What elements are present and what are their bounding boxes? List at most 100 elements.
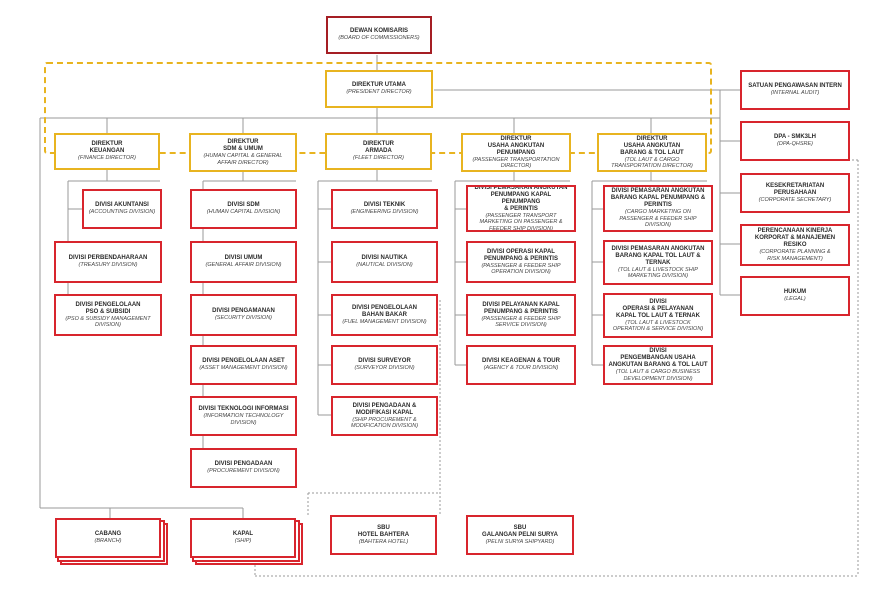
box-title: CABANG: [94, 531, 122, 538]
box-subtitle: (TOL LAUT & CARGO BUSINESS DEVELOPMENT D…: [615, 369, 701, 382]
box-subtitle: (INTERNAL AUDIT): [770, 90, 820, 97]
box-title: DIVISI PEMASARAN ANGKUTAN PENUMPANG KAPA…: [474, 185, 568, 212]
information-technology-division-box[interactable]: DIVISI TEKNOLOGI INFORMASI (INFORMATION …: [190, 396, 297, 436]
box-subtitle: (FUEL MANAGEMENT DIVISION): [342, 318, 427, 325]
pso-subsidy-division-box[interactable]: DIVISI PENGELOLAAN PSO & SUBSIDI (PSO & …: [54, 294, 162, 336]
president-director-box[interactable]: DIREKTUR UTAMA (PRESIDENT DIRECTOR): [325, 70, 433, 108]
fleet-director-box[interactable]: DIREKTUR ARMADA (FLEET DIRECTOR): [325, 133, 432, 170]
box-subtitle: (TOL LAUT & LIVESTOCK SHIP MARKETING DIV…: [618, 266, 698, 280]
box-subtitle: (PASSENGER & FEEDER SHIP SERVICE DIVISIO…: [481, 315, 561, 329]
accounting-division-box[interactable]: DIVISI AKUNTANSI (ACCOUNTING DIVISION): [82, 189, 162, 229]
box-title: DIREKTUR KEUANGAN: [89, 141, 125, 155]
box-title: HUKUM: [783, 289, 807, 296]
box-title: DIVISI AKUNTANSI: [95, 202, 149, 209]
box-title: KAPAL: [232, 531, 254, 538]
finance-director-box[interactable]: DIREKTUR KEUANGAN (FINANCE DIRECTOR): [54, 133, 160, 170]
box-title: DIVISI PELAYANAN KAPAL PENUMPANG & PERIN…: [482, 301, 560, 315]
box-subtitle: (SHIP): [234, 538, 252, 545]
box-title: DPA - SMK3LH: [774, 134, 816, 141]
box-subtitle: (BOARD OF COMMISSIONERS): [338, 35, 420, 42]
box-title: DIVISI SURVEYOR: [358, 358, 411, 365]
passenger-operation-division-box[interactable]: DIVISI OPERASI KAPAL PENUMPANG & PERINTI…: [466, 241, 576, 283]
agency-tour-division-box[interactable]: DIVISI KEAGENAN & TOUR (AGENCY & TOUR DI…: [466, 345, 576, 385]
box-subtitle: (BRANCH): [94, 538, 122, 545]
human-capital-division-box[interactable]: DIVISI SDM (HUMAN CAPITAL DIVISION): [190, 189, 297, 229]
box-subtitle: (HUMAN CAPITAL DIVISION): [206, 209, 281, 216]
box-subtitle: (ACCOUNTING DIVISION): [88, 209, 156, 216]
box-subtitle: (ASSET MANAGEMENT DIVISION): [199, 365, 288, 372]
box-title: DIREKTUR SDM & UMUM: [223, 139, 263, 152]
internal-audit-box[interactable]: SATUAN PENGAWASAN INTERN (INTERNAL AUDIT…: [740, 70, 850, 110]
box-title: DIREKTUR USAHA ANGKUTAN BARANG & TOL LAU…: [620, 135, 684, 156]
box-title: PERENCANAAN KINERJA KORPORAT & MANAJEMEN…: [754, 228, 836, 248]
security-division-box[interactable]: DIVISI PENGAMANAN (SECURITY DIVISION): [190, 294, 297, 336]
nautical-division-box[interactable]: DIVISI NAUTIKA (NAUTICAL DIVISION): [331, 241, 438, 283]
sbu-pelni-surya-shipyard-box[interactable]: SBU GALANGAN PELNI SURYA (PELNI SURYA SH…: [466, 515, 574, 555]
passenger-transport-director-box[interactable]: DIREKTUR USAHA ANGKUTAN PENUMPANG (PASSE…: [461, 133, 571, 172]
passenger-marketing-division-box[interactable]: DIVISI PEMASARAN ANGKUTAN PENUMPANG KAPA…: [466, 185, 576, 232]
box-title: DIREKTUR ARMADA: [363, 141, 394, 155]
box-subtitle: (BAHTERA HOTEL): [358, 538, 409, 545]
box-title: DIVISI TEKNIK: [363, 202, 406, 209]
box-title: DIVISI PEMASARAN ANGKUTAN BARANG KAPAL P…: [610, 188, 706, 209]
box-title: DIVISI PENGEMBANGAN USAHA ANGKUTAN BARAN…: [608, 348, 708, 368]
box-subtitle: (SURVEYOR DIVISION): [354, 365, 415, 372]
legal-box[interactable]: HUKUM (LEGAL): [740, 276, 850, 316]
box-subtitle: (PASSENGER & FEEDER SHIP OPERATION DIVIS…: [481, 262, 561, 276]
procurement-division-box[interactable]: DIVISI PENGADAAN (PROCUREMENT DIVISION): [190, 448, 297, 488]
surveyor-division-box[interactable]: DIVISI SURVEYOR (SURVEYOR DIVISION): [331, 345, 438, 385]
box-title: DIVISI PERBENDAHARAAN: [68, 255, 148, 262]
box-title: KESEKRETARIATAN PERUSAHAAN: [765, 182, 825, 196]
box-subtitle: (PRESIDENT DIRECTOR): [346, 89, 412, 96]
box-subtitle: (PSO & SUBSIDY MANAGEMENT DIVISION): [65, 315, 151, 329]
box-title: DIVISI PEMASARAN ANGKUTAN BARANG KAPAL T…: [611, 245, 705, 266]
box-title: DIREKTUR UTAMA: [352, 82, 406, 89]
box-subtitle: (PASSENGER TRANSPORT MARKETING ON PASSEN…: [479, 212, 563, 232]
general-affair-division-box[interactable]: DIVISI UMUM (GENERAL AFFAIR DIVISION): [190, 241, 297, 283]
corporate-planning-risk-box[interactable]: PERENCANAAN KINERJA KORPORAT & MANAJEMEN…: [740, 224, 850, 266]
box-subtitle: (PELNI SURYA SHIPYARD): [485, 538, 555, 545]
sbu-bahtera-hotel-box[interactable]: SBU HOTEL BAHTERA (BAHTERA HOTEL): [330, 515, 437, 555]
box-subtitle: (FINANCE DIRECTOR): [78, 155, 136, 162]
box-subtitle: (CORPORATE SECRETARY): [758, 196, 832, 203]
box-title: SBU GALANGAN PELNI SURYA: [482, 524, 558, 538]
dpa-qhsre-box[interactable]: DPA - SMK3LH (DPA-QHSRE): [740, 121, 850, 161]
box-title: DIVISI PENGELOLAAN ASET: [202, 358, 285, 365]
cargo-business-development-division-box[interactable]: DIVISI PENGEMBANGAN USAHA ANGKUTAN BARAN…: [603, 345, 713, 385]
box-title: DIVISI PENGADAAN: [214, 461, 273, 468]
hc-general-affair-director-box[interactable]: DIREKTUR SDM & UMUM (HUMAN CAPITAL & GEN…: [189, 133, 297, 172]
asset-management-division-box[interactable]: DIVISI PENGELOLAAN ASET (ASSET MANAGEMEN…: [190, 345, 297, 385]
ship-procurement-modification-division-box[interactable]: DIVISI PENGADAAN & MODIFIKASI KAPAL (SHI…: [331, 396, 438, 436]
corporate-secretary-box[interactable]: KESEKRETARIATAN PERUSAHAAN (CORPORATE SE…: [740, 173, 850, 213]
box-subtitle: (AGENCY & TOUR DIVISION): [483, 365, 559, 372]
ship-box[interactable]: KAPAL (SHIP): [190, 518, 296, 558]
fuel-management-division-box[interactable]: DIVISI PENGELOLAAN BAHAN BAKAR (FUEL MAN…: [331, 294, 438, 336]
box-subtitle: (PASSENGER TRANSPORTATION DIRECTOR): [472, 156, 560, 170]
box-title: DIREKTUR USAHA ANGKUTAN PENUMPANG: [487, 135, 545, 156]
box-title: DIVISI SDM: [227, 202, 260, 209]
box-title: DIVISI NAUTIKA: [361, 255, 408, 262]
box-title: DEWAN KOMISARIS: [349, 28, 408, 35]
box-subtitle: (INFORMATION TECHNOLOGY DIVISION): [203, 413, 284, 426]
tol-laut-livestock-marketing-division-box[interactable]: DIVISI PEMASARAN ANGKUTAN BARANG KAPAL T…: [603, 240, 713, 285]
box-subtitle: (CARGO MARKETING ON PASSENGER & FEEDER S…: [619, 209, 697, 229]
box-subtitle: (TREASURY DIVISION): [78, 262, 138, 269]
box-title: DIVISI PENGAMANAN: [212, 308, 275, 315]
box-subtitle: (PROCUREMENT DIVISION): [207, 468, 280, 475]
box-title: SATUAN PENGAWASAN INTERN: [748, 83, 842, 90]
box-title: DIVISI PENGELOLAAN PSO & SUBSIDI: [75, 301, 141, 315]
engineering-division-box[interactable]: DIVISI TEKNIK (ENGINEERING DIVISION): [331, 189, 438, 229]
box-title: SBU HOTEL BAHTERA: [357, 524, 410, 538]
cargo-tol-laut-director-box[interactable]: DIREKTUR USAHA ANGKUTAN BARANG & TOL LAU…: [597, 133, 707, 172]
cargo-marketing-passenger-division-box[interactable]: DIVISI PEMASARAN ANGKUTAN BARANG KAPAL P…: [603, 185, 713, 232]
passenger-service-division-box[interactable]: DIVISI PELAYANAN KAPAL PENUMPANG & PERIN…: [466, 294, 576, 336]
box-title: DIVISI OPERASI & PELAYANAN KAPAL TOL LAU…: [616, 298, 700, 319]
tol-laut-operation-service-division-box[interactable]: DIVISI OPERASI & PELAYANAN KAPAL TOL LAU…: [603, 293, 713, 338]
box-title: DIVISI KEAGENAN & TOUR: [482, 358, 560, 365]
branch-box[interactable]: CABANG (BRANCH): [55, 518, 161, 558]
board-of-commissioners-box[interactable]: DEWAN KOMISARIS (BOARD OF COMMISSIONERS): [326, 16, 432, 54]
box-title: DIVISI TEKNOLOGI INFORMASI: [198, 406, 289, 412]
treasury-division-box[interactable]: DIVISI PERBENDAHARAAN (TREASURY DIVISION…: [54, 241, 162, 283]
box-subtitle: (DPA-QHSRE): [777, 141, 813, 148]
box-subtitle: (TOL LAUT & LIVESTOCK OPERATION & SERVIC…: [612, 319, 704, 333]
